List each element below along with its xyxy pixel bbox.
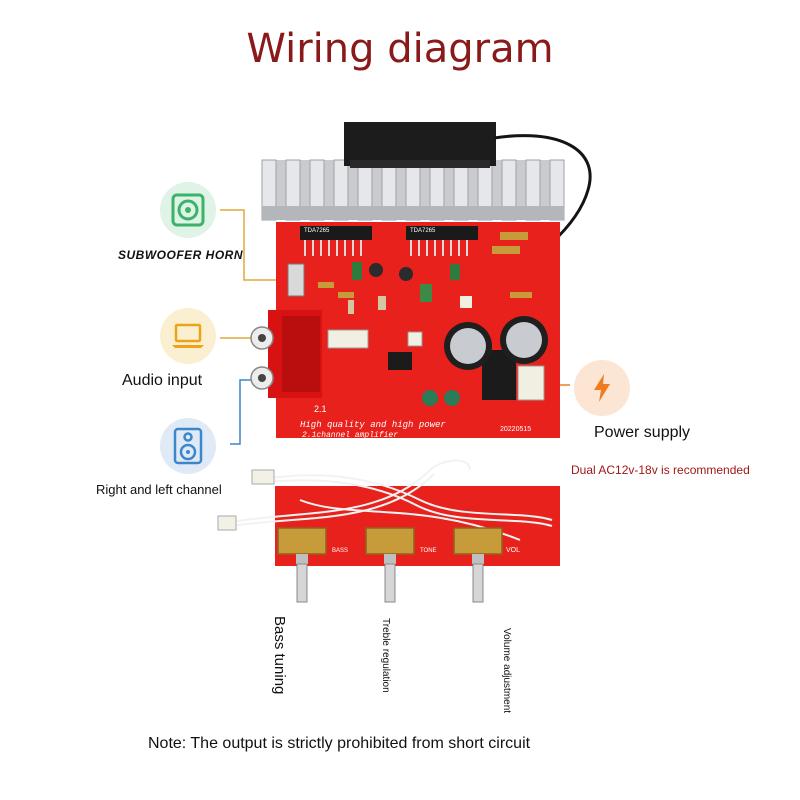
rca-input-jack	[250, 310, 322, 398]
potentiometer-volume	[453, 527, 503, 603]
chip-label-right: TDA7265	[410, 228, 436, 234]
label-audio-input: Audio input	[122, 372, 203, 389]
cable-connector	[251, 469, 275, 485]
capacitors	[422, 316, 548, 406]
knob-label-bass: BASS	[332, 548, 348, 554]
knob-label-vol: VOL	[506, 547, 520, 554]
speaker-icon	[160, 182, 216, 238]
knob-label-tone: TONE	[420, 548, 437, 554]
label-treble-regulation: Treble regulation	[380, 618, 391, 693]
heatsink	[261, 159, 565, 221]
label-volume-adjustment: Volume adjustment	[501, 628, 512, 714]
page-title: Wiring diagram	[246, 26, 554, 72]
label-power-supply: Power supply	[594, 424, 691, 441]
board-slogan-1: High quality and high power	[300, 420, 446, 430]
label-subwoofer-horn: SUBWOOFER HORN	[118, 248, 243, 262]
lightning-icon	[574, 360, 630, 416]
board-model: 20220515	[500, 426, 531, 433]
ic-chip-left	[300, 226, 372, 240]
potentiometer-bass	[277, 527, 327, 603]
label-bass-tuning: Bass tuning	[271, 616, 288, 695]
board-slogan-2: 2.1channel amplifier	[302, 431, 398, 440]
ic-chip-right	[406, 226, 478, 240]
speaker-terminal	[287, 263, 305, 297]
safety-note: Note: The output is strictly prohibited …	[148, 735, 531, 752]
label-right-left-channel: Right and left channel	[96, 482, 222, 497]
label-dual-ac: Dual AC12v-18v is recommended	[571, 463, 750, 477]
laptop-icon	[160, 308, 216, 364]
potentiometer-tone	[365, 527, 415, 603]
cooling-fan	[344, 122, 496, 166]
speaker-box-icon	[160, 418, 216, 474]
chip-label-left: TDA7265	[304, 228, 330, 234]
ribbon-cable	[231, 459, 553, 541]
board-mark: 2.1	[314, 404, 327, 414]
